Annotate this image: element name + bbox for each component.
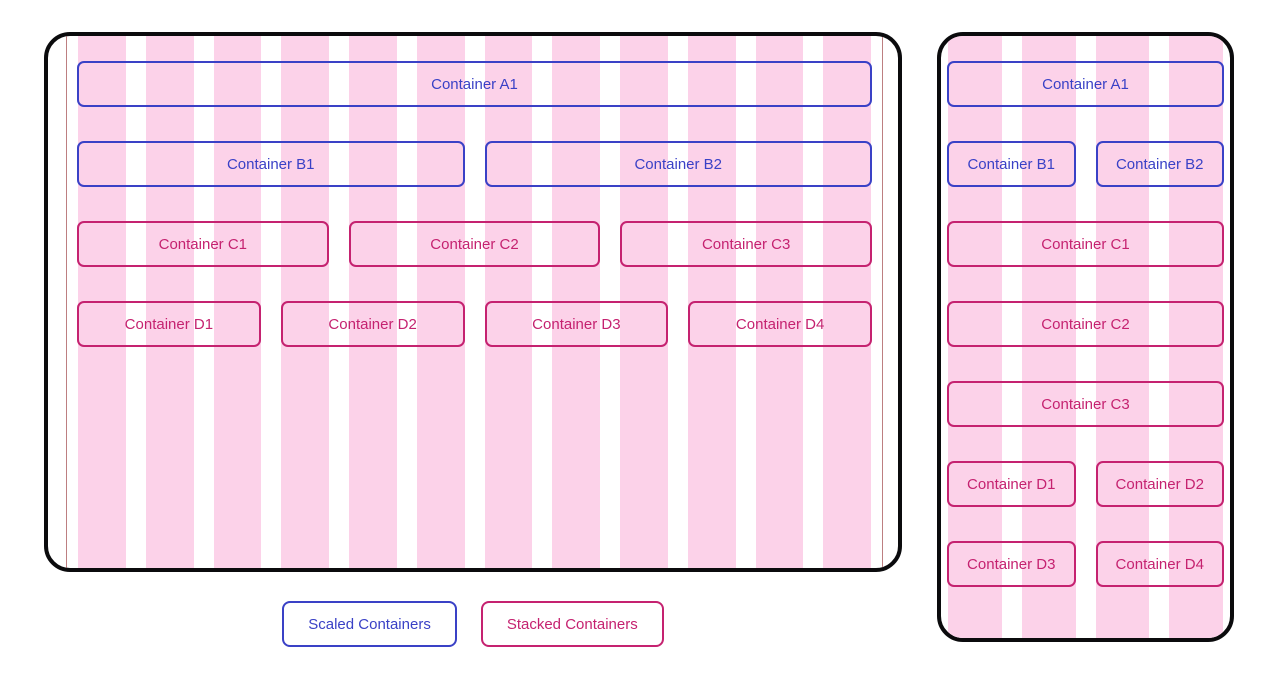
scaled-grid-rows: Container A1 Container B1 Container B2 C… (77, 36, 872, 347)
container-d3: Container D3 (947, 541, 1076, 587)
container-b1: Container B1 (77, 141, 465, 187)
stacked-layout-panel: Container A1 Container B1 Container B2 C… (937, 32, 1234, 642)
container-d4: Container D4 (688, 301, 872, 347)
column-stripe (948, 36, 1002, 638)
container-d3: Container D3 (484, 301, 669, 347)
container-b1: Container B1 (947, 141, 1076, 187)
scaled-containers-legend-button[interactable]: Scaled Containers (282, 601, 457, 647)
container-c2: Container C2 (348, 221, 601, 267)
container-c3: Container C3 (947, 381, 1224, 427)
container-a1: Container A1 (77, 61, 872, 107)
container-c1: Container C1 (77, 221, 329, 267)
container-c1: Container C1 (947, 221, 1224, 267)
container-a1: Container A1 (947, 61, 1224, 107)
column-stripe (1021, 36, 1076, 638)
column-stripe-layer (948, 36, 1223, 638)
column-stripe (1169, 36, 1223, 638)
container-d2: Container D2 (1095, 461, 1224, 507)
container-d1: Container D1 (77, 301, 261, 347)
scaled-layout-panel: Container A1 Container B1 Container B2 C… (44, 32, 902, 572)
container-b2: Container B2 (1095, 141, 1224, 187)
container-d1: Container D1 (947, 461, 1076, 507)
container-d4: Container D4 (1095, 541, 1224, 587)
legend: Scaled Containers Stacked Containers (44, 601, 902, 647)
stacked-grid-rows: Container A1 Container B1 Container B2 C… (947, 36, 1224, 587)
container-c2: Container C2 (947, 301, 1224, 347)
stacked-containers-legend-button[interactable]: Stacked Containers (480, 601, 664, 647)
column-stripe (1095, 36, 1150, 638)
container-b2: Container B2 (484, 141, 872, 187)
container-c3: Container C3 (620, 221, 872, 267)
grid-edge-overlay: Container A1 Container B1 Container B2 C… (942, 36, 1229, 638)
container-d2: Container D2 (280, 301, 465, 347)
grid-edge-overlay: Container A1 Container B1 Container B2 C… (66, 36, 883, 568)
